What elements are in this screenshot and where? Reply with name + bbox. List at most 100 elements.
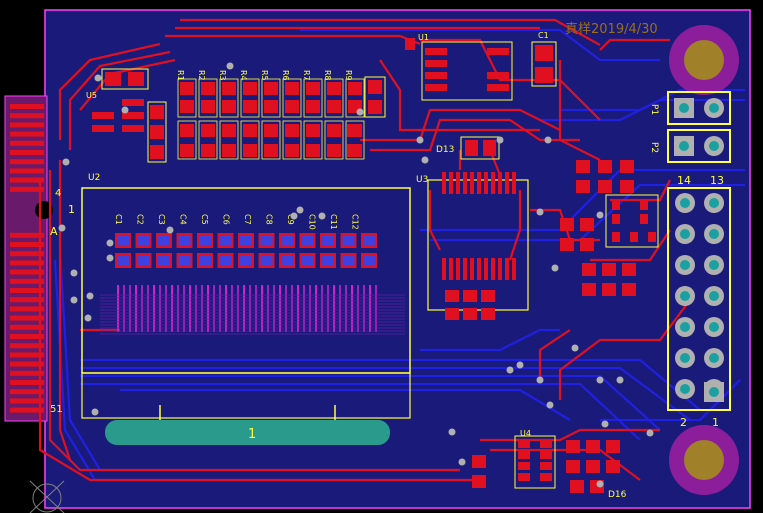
u3-pin (449, 258, 453, 280)
edge-finger (10, 343, 44, 349)
right-pad (622, 283, 636, 296)
edge-finger (10, 334, 44, 339)
u3-pins (442, 172, 516, 320)
lcd-cap-label: C4 (179, 214, 188, 225)
resistor-pad (243, 144, 257, 157)
resistor-outline (198, 120, 218, 160)
bottom-pad (570, 480, 584, 493)
lcd-cap-label: C7 (243, 214, 252, 225)
u3-cap-pad (445, 308, 459, 320)
right-pad (582, 283, 596, 296)
edge-pin-a-label: A (50, 225, 58, 238)
via (86, 292, 94, 300)
right-pad (560, 218, 574, 231)
lcd-cap-pad (176, 253, 193, 268)
header-label-13: 13 (710, 174, 724, 187)
resistor-vertical-pair (364, 76, 386, 118)
edge-finger (10, 398, 44, 404)
u3-pin (470, 172, 474, 194)
d16-label: D16 (608, 490, 627, 500)
via (536, 208, 544, 216)
u4-pin (518, 473, 530, 481)
via (596, 480, 604, 488)
d13-label: D13 (436, 145, 454, 155)
edge-finger (10, 260, 44, 266)
edge-finger (10, 232, 44, 238)
resistor-pad (327, 100, 341, 113)
resistor-pad (264, 100, 278, 113)
u5-label: U5 (86, 91, 97, 100)
header-pin-1-hole (709, 387, 719, 397)
header-pin-hole (709, 322, 719, 332)
edge-finger (10, 352, 44, 358)
header-pin-hole (680, 229, 690, 239)
edge-finger (10, 278, 44, 284)
u6-outline (605, 194, 659, 248)
u3-pin (477, 258, 481, 280)
resistor-pad (180, 82, 194, 95)
resistor-pad (264, 82, 278, 95)
header-label-1: 1 (712, 416, 719, 429)
lcd-cap-pad (320, 233, 336, 248)
via (356, 108, 364, 116)
resistor-pad (201, 82, 215, 95)
edge-finger (10, 380, 44, 385)
u4-pin (540, 462, 552, 470)
lcd-cap-label: C2 (136, 214, 145, 225)
u3-pin (498, 258, 502, 280)
edge-finger (10, 186, 44, 192)
ic-small-pin (630, 232, 638, 242)
edge-finger (10, 407, 44, 413)
resistor-pad (285, 100, 299, 113)
via (121, 106, 129, 114)
u3-cap-pad (463, 308, 477, 320)
u3-pin (491, 172, 495, 194)
u4-outline (514, 435, 556, 489)
right-pad (582, 263, 596, 276)
resistor-pad (264, 124, 278, 137)
via (571, 344, 579, 352)
via (318, 212, 326, 220)
header-pin-hole (709, 353, 719, 363)
edge-finger (10, 113, 44, 119)
via (94, 74, 102, 82)
p1-label: P1 (649, 104, 659, 115)
edge-finger (10, 297, 44, 303)
edge-pin-51-label: 51 (50, 404, 63, 415)
lcd-cap-label: C9 (286, 214, 295, 225)
edge-finger (10, 122, 44, 128)
u4-pin (540, 451, 552, 459)
edge-finger (10, 140, 44, 146)
via (448, 428, 456, 436)
u3-pin (484, 258, 488, 280)
mount-hole-top-inner (684, 40, 724, 80)
via (70, 296, 78, 304)
via (296, 206, 304, 214)
right-component-cluster (560, 160, 659, 296)
vias (58, 62, 654, 488)
u4-label: U4 (520, 429, 531, 438)
right-pad (560, 238, 574, 251)
u1-component (405, 38, 513, 101)
lcd-cap-label: C12 (351, 214, 360, 230)
lcd-cap-pad (115, 253, 131, 268)
bottom-pad (472, 455, 486, 468)
via (516, 361, 524, 369)
u4-pin (540, 473, 552, 481)
via (290, 212, 298, 220)
lcd-cap-pad (238, 233, 254, 248)
via (544, 136, 552, 144)
u3-pin (477, 172, 481, 194)
right-pad (602, 283, 616, 296)
via (551, 264, 559, 272)
resistor-pad (180, 100, 194, 113)
lcd-cap-pad (320, 253, 336, 268)
u3-pin (442, 258, 446, 280)
u5-component (92, 68, 167, 163)
u1-label: U1 (418, 33, 429, 42)
resistor-outline (282, 78, 302, 118)
u3-cap-pad (481, 290, 495, 302)
lcd-frame-lower (81, 372, 411, 419)
resistor-pad (222, 124, 236, 137)
resistor-pad (243, 124, 257, 137)
